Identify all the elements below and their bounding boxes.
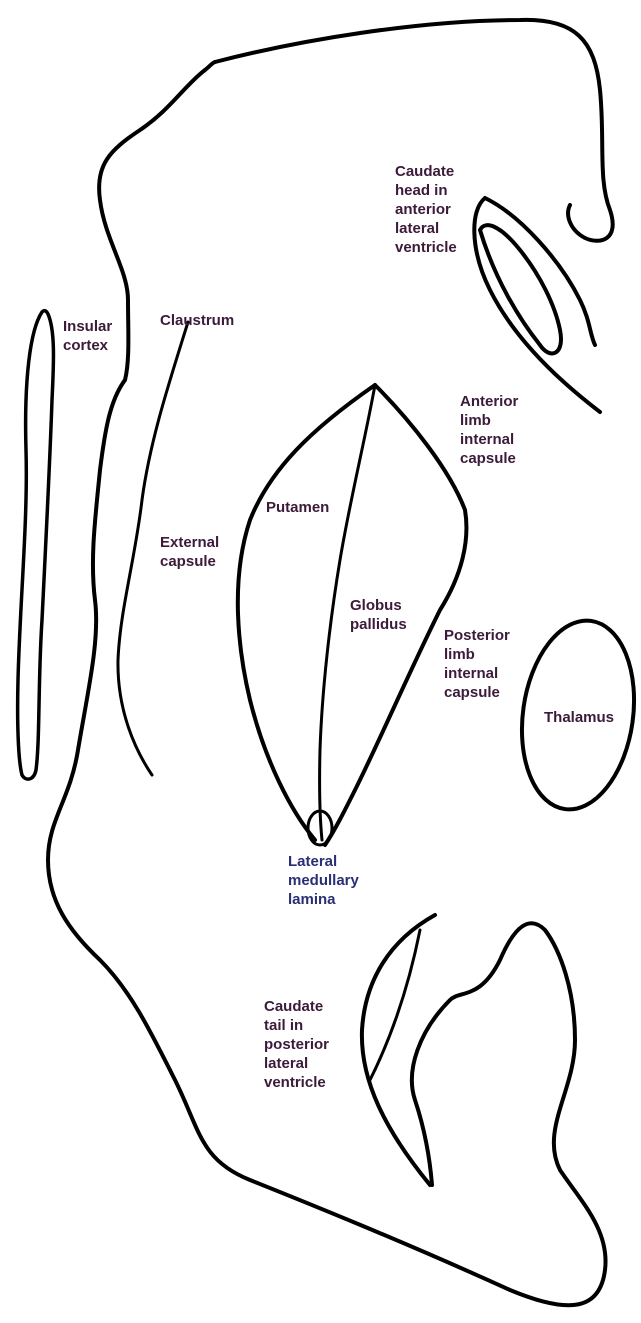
hemisphere-outline-top-join (205, 62, 215, 70)
label-posterior-limb-internal-capsule: Posterior limb internal capsule (444, 626, 510, 702)
label-external-capsule: External capsule (160, 533, 219, 571)
label-globus-pallidus: Globus pallidus (350, 596, 407, 634)
caudate-head-shape (474, 198, 600, 412)
label-caudate-head: Caudate head in anterior lateral ventric… (395, 162, 457, 257)
label-claustrum: Claustrum (160, 311, 234, 330)
label-anterior-limb-internal-capsule: Anterior limb internal capsule (460, 392, 518, 468)
label-thalamus: Thalamus (544, 708, 614, 727)
label-lateral-medullary-lamina: Lateral medullary lamina (288, 852, 359, 909)
caudate-tail-shape (362, 915, 435, 1185)
hemisphere-outline (48, 20, 613, 1305)
insular-cortex-shape (18, 311, 54, 779)
label-putamen: Putamen (266, 498, 329, 517)
label-caudate-tail: Caudate tail in posterior lateral ventri… (264, 997, 329, 1092)
caudate-tail-inner (370, 930, 420, 1080)
label-insular-cortex: Insular cortex (63, 317, 112, 355)
